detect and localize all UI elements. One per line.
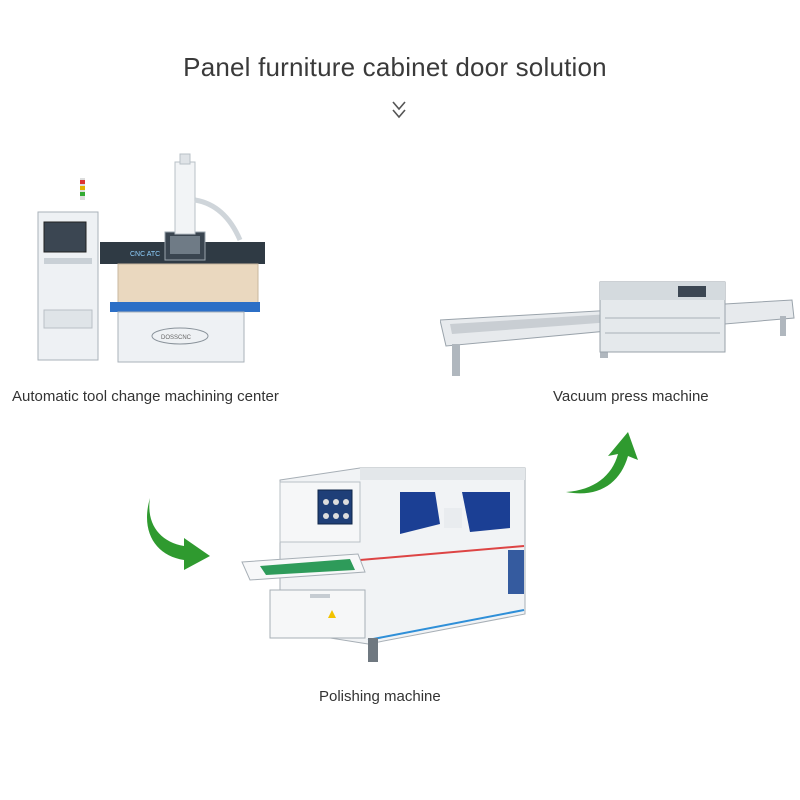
svg-text:DOSSCNC: DOSSCNC [161, 335, 192, 341]
machine-label: Vacuum press machine [553, 388, 709, 405]
vacuum-press-machine-image [440, 281, 795, 376]
double-chevron-down-icon [392, 101, 406, 119]
curved-arrow-up-right-icon [566, 432, 638, 494]
page-title: Panel furniture cabinet door solution [183, 52, 607, 82]
cnc-machining-center-image: CNC ATC DOSSCNC [37, 153, 265, 363]
polishing-machine-image [241, 467, 526, 662]
machine-label: Polishing machine [319, 688, 441, 705]
svg-text:CNC ATC: CNC ATC [130, 251, 160, 258]
curved-arrow-down-right-icon [147, 498, 210, 570]
machine-label: Automatic tool change machining center [12, 388, 279, 405]
